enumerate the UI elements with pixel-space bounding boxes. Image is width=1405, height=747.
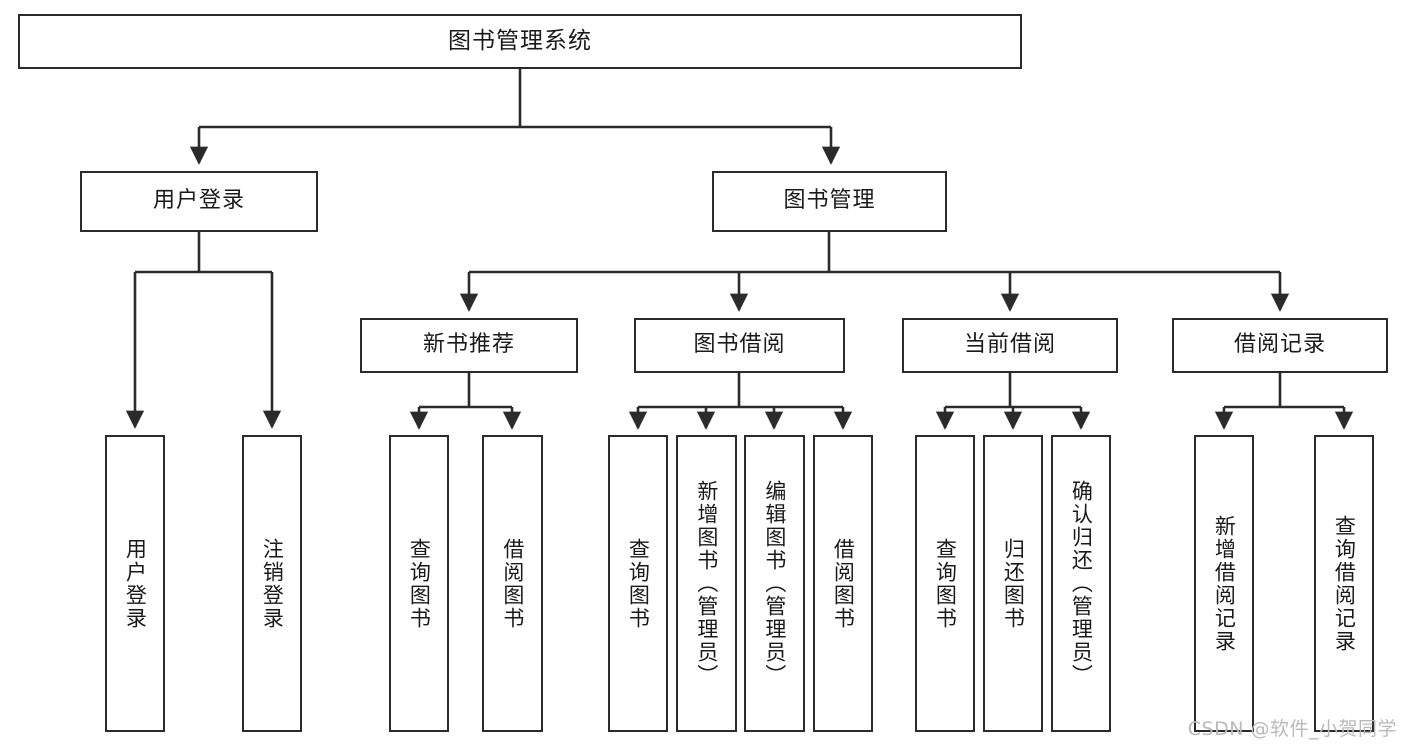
leaf-return-book[interactable]: 归还图书 xyxy=(983,435,1043,732)
node-label: 图书借阅 xyxy=(693,332,786,358)
leaf-borrow-book-rec[interactable]: 借阅图书 xyxy=(482,435,543,732)
node-book-borrow[interactable]: 图书借阅 xyxy=(634,318,845,373)
leaf-edit-book-admin[interactable]: 编辑图书（管理员） xyxy=(744,435,805,732)
node-label: 注销登录 xyxy=(260,537,285,630)
node-current-borrow[interactable]: 当前借阅 xyxy=(902,318,1118,373)
node-root-system[interactable]: 图书管理系统 xyxy=(18,14,1022,69)
node-label: 归还图书 xyxy=(1001,537,1026,630)
node-label: 编辑图书（管理员） xyxy=(762,480,787,687)
node-label: 用户登录 xyxy=(123,537,148,630)
leaf-user-login[interactable]: 用户登录 xyxy=(105,435,165,732)
node-borrow-record[interactable]: 借阅记录 xyxy=(1172,318,1388,373)
node-label: 查询图书 xyxy=(626,537,651,630)
node-label: 查询借阅记录 xyxy=(1332,514,1357,653)
leaf-add-borrow-record[interactable]: 新增借阅记录 xyxy=(1194,435,1254,732)
node-label: 确认归还（管理员） xyxy=(1069,480,1094,687)
node-label: 新书推荐 xyxy=(422,332,515,358)
node-label: 当前借阅 xyxy=(963,332,1056,358)
node-label: 借阅图书 xyxy=(831,537,856,630)
node-user-login[interactable]: 用户登录 xyxy=(80,171,318,232)
node-label: 图书管理 xyxy=(783,188,876,214)
node-label: 用户登录 xyxy=(152,188,245,214)
node-label: 借阅记录 xyxy=(1233,332,1326,358)
node-book-management[interactable]: 图书管理 xyxy=(712,171,947,232)
leaf-confirm-return-admin[interactable]: 确认归还（管理员） xyxy=(1051,435,1111,732)
node-label: 查询图书 xyxy=(407,537,432,630)
leaf-add-book-admin[interactable]: 新增图书（管理员） xyxy=(676,435,737,732)
leaf-query-borrow-record[interactable]: 查询借阅记录 xyxy=(1314,435,1374,732)
node-label: 新增借阅记录 xyxy=(1212,514,1237,653)
leaf-query-book-borrow[interactable]: 查询图书 xyxy=(608,435,668,732)
node-label: 新增图书（管理员） xyxy=(694,480,719,687)
leaf-query-book-rec[interactable]: 查询图书 xyxy=(389,435,449,732)
leaf-logout[interactable]: 注销登录 xyxy=(242,435,302,732)
node-label: 借阅图书 xyxy=(500,537,525,630)
node-label: 查询图书 xyxy=(933,537,958,630)
watermark: CSDN @软件_小贺同学 xyxy=(1187,718,1397,740)
leaf-borrow-book[interactable]: 借阅图书 xyxy=(813,435,873,732)
leaf-query-book-current[interactable]: 查询图书 xyxy=(915,435,975,732)
node-new-book-recommend[interactable]: 新书推荐 xyxy=(360,318,578,373)
connector-group xyxy=(125,69,1354,430)
node-label: 图书管理系统 xyxy=(448,27,592,54)
